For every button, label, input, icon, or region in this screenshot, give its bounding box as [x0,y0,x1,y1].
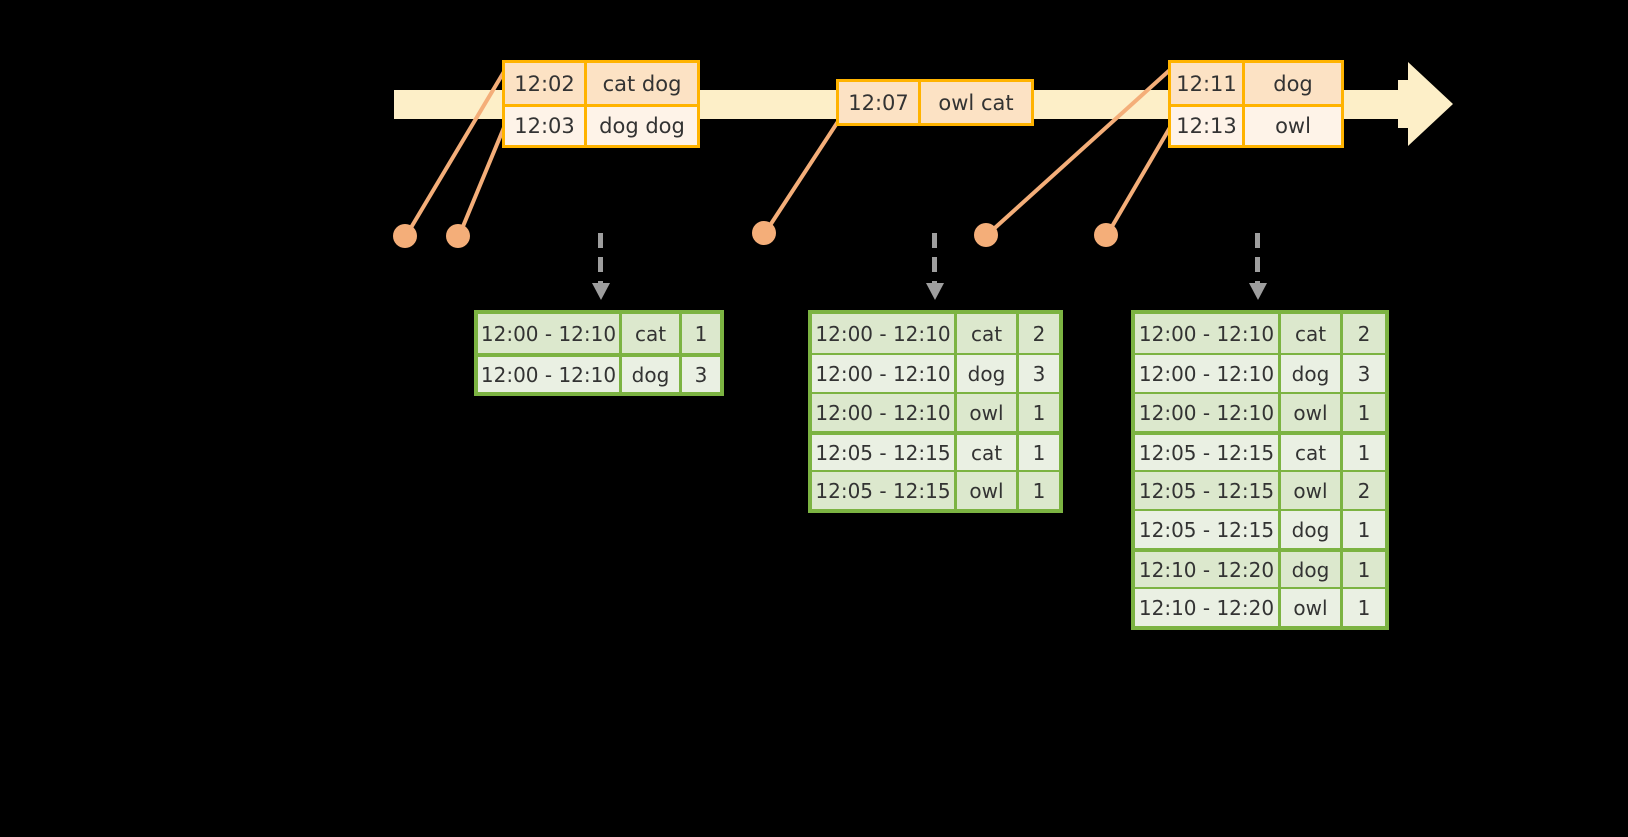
connector-dot-4 [974,223,998,247]
window-cell: 12:10 - 12:20 [1135,589,1281,626]
count-cell: 2 [1343,472,1385,509]
event-row[interactable]: 12:02 cat dog [505,63,697,104]
window-cell: 12:05 - 12:15 [1135,472,1281,509]
key-cell: owl [1281,394,1343,431]
key-cell: dog [957,355,1019,392]
key-cell: dog [1281,552,1343,587]
key-cell: dog [1281,511,1343,548]
count-cell: 1 [1019,394,1059,431]
window-cell: 12:00 - 12:10 [812,314,957,353]
count-cell: 1 [1343,552,1385,587]
connector-dot-5 [1094,223,1118,247]
arrow-head-icon [1249,283,1267,300]
count-cell: 2 [1019,314,1059,353]
event-box-2[interactable]: 12:07 owl cat [836,79,1034,126]
event-time: 12:07 [839,82,921,123]
event-time: 12:02 [505,63,587,104]
key-cell: owl [957,394,1019,431]
arrow-head-icon [592,283,610,300]
window-cell: 12:05 - 12:15 [812,435,957,470]
arrow-stem [598,233,603,285]
count-cell: 3 [1019,355,1059,392]
window-cell: 12:05 - 12:15 [1135,435,1281,470]
event-row[interactable]: 12:11 dog [1171,63,1341,104]
event-time: 12:03 [505,107,587,145]
window-cell: 12:10 - 12:20 [1135,552,1281,587]
key-cell: owl [1281,589,1343,626]
window-cell: 12:05 - 12:15 [812,472,957,509]
event-row[interactable]: 12:13 owl [1171,104,1341,145]
count-cell: 3 [682,357,720,392]
count-cell: 3 [1343,355,1385,392]
event-time: 12:13 [1171,107,1245,145]
arrow-stem [932,233,937,285]
arrow-stem [1255,233,1260,285]
connector-dot-2 [446,224,470,248]
count-cell: 1 [1343,394,1385,431]
count-cell: 1 [1343,435,1385,470]
count-cell: 2 [1343,314,1385,353]
count-cell: 1 [1019,472,1059,509]
window-cell: 12:00 - 12:10 [478,314,622,353]
window-cell: 12:00 - 12:10 [1135,394,1281,431]
key-cell: dog [622,357,682,392]
timeline-arrow-head-icon [1408,62,1453,146]
window-cell: 12:00 - 12:10 [1135,355,1281,392]
window-cell: 12:05 - 12:15 [1135,511,1281,548]
key-cell: dog [1281,355,1343,392]
key-cell: cat [622,314,682,353]
key-cell: cat [957,435,1019,470]
event-payload: owl cat [921,82,1031,123]
window-cell: 12:00 - 12:10 [478,357,622,392]
event-payload: dog dog [587,107,697,145]
key-cell: cat [957,314,1019,353]
key-cell: owl [1281,472,1343,509]
count-cell: 1 [1343,589,1385,626]
key-cell: cat [1281,435,1343,470]
count-cell: 1 [1343,511,1385,548]
event-payload: owl [1245,107,1341,145]
key-cell: owl [957,472,1019,509]
count-cell: 1 [1019,435,1059,470]
count-cell: 1 [682,314,720,353]
connector-dot-3 [752,221,776,245]
event-payload: dog [1245,63,1341,104]
event-box-1[interactable]: 12:02 cat dog 12:03 dog dog [502,60,700,148]
event-time: 12:11 [1171,63,1245,104]
window-cell: 12:00 - 12:10 [1135,314,1281,353]
connector-dot-1 [393,224,417,248]
window-cell: 12:00 - 12:10 [812,394,957,431]
window-cell: 12:00 - 12:10 [812,355,957,392]
event-payload: cat dog [587,63,697,104]
event-box-3[interactable]: 12:11 dog 12:13 owl [1168,60,1344,148]
arrow-head-icon [926,283,944,300]
event-row[interactable]: 12:07 owl cat [839,82,1031,123]
key-cell: cat [1281,314,1343,353]
event-row[interactable]: 12:03 dog dog [505,104,697,145]
